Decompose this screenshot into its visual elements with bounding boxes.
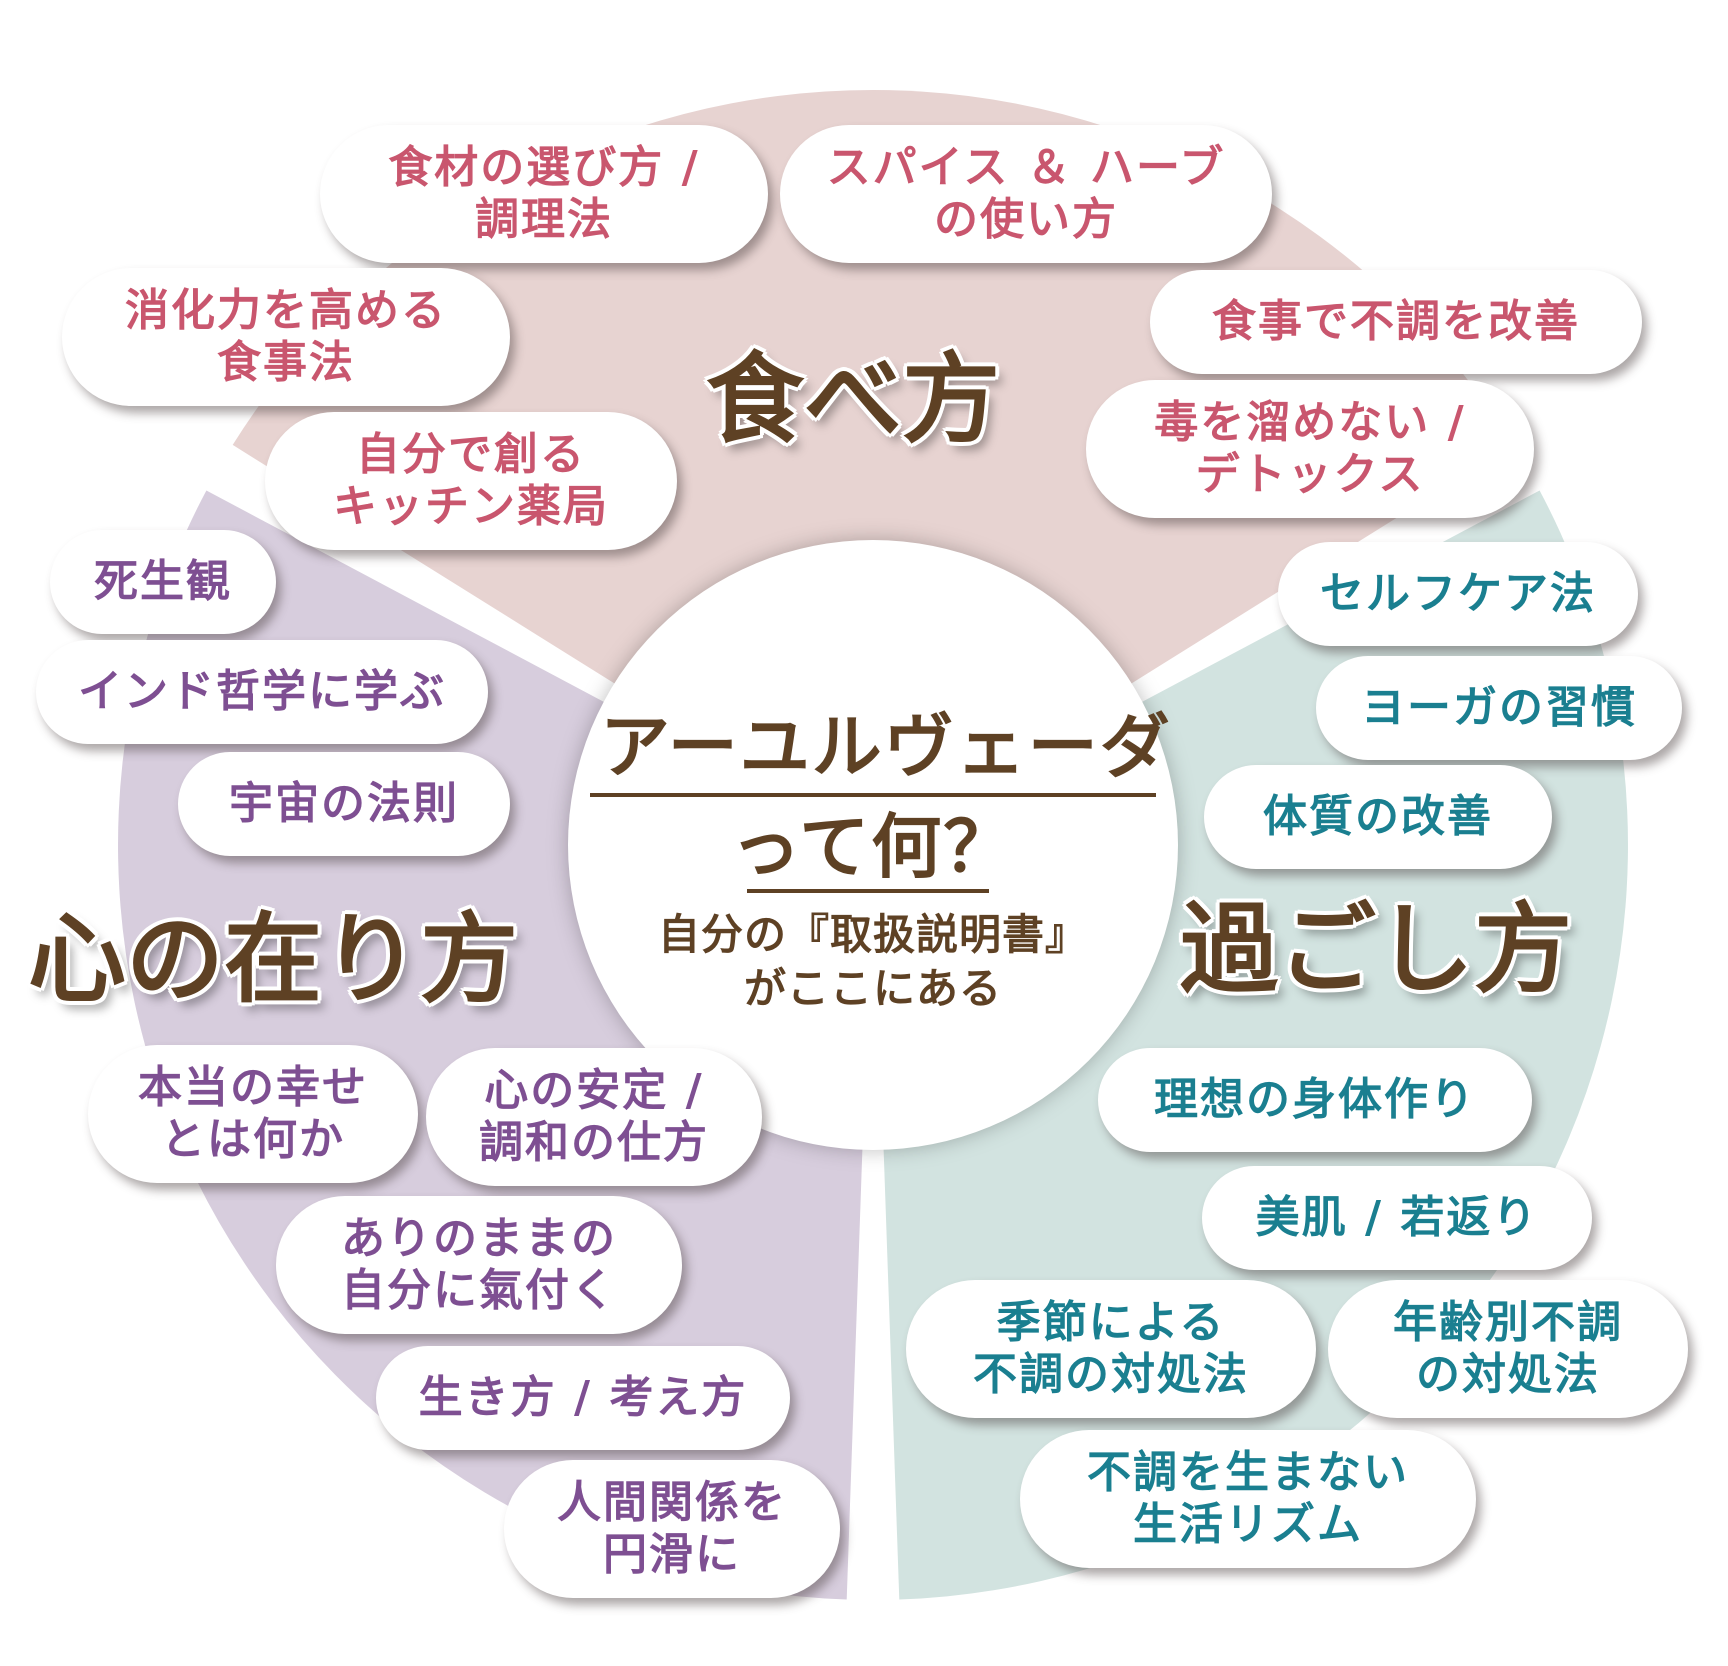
center-subtitle: 自分の『取扱説明書』 がここにある xyxy=(657,910,1088,1013)
mind-item-indian-philosophy: インド哲学に学ぶ xyxy=(36,640,488,744)
live-item-constitution: 体質の改善 xyxy=(1204,765,1552,869)
live-item-rhythm: 不調を生まない 生活リズム xyxy=(1020,1430,1476,1568)
category-mind-heading: 心の在り方 xyxy=(28,902,519,1017)
live-item-self-care: セルフケア法 xyxy=(1278,542,1638,646)
mind-item-relationships: 人間関係を 円滑に xyxy=(504,1460,840,1598)
center-title-line2: って何？ xyxy=(730,805,1016,888)
eat-item-spices: スパイス ＆ ハーブ の使い方 xyxy=(780,125,1272,263)
live-item-age: 年齢別不調 の対処法 xyxy=(1328,1280,1688,1418)
eat-item-digestion: 消化力を高める 食事法 xyxy=(62,268,510,406)
title-underline-2 xyxy=(747,889,989,893)
eat-item-improve-by-diet: 食事で不調を改善 xyxy=(1150,270,1642,374)
mind-item-life-death: 死生観 xyxy=(50,530,276,634)
mind-item-universe-law: 宇宙の法則 xyxy=(178,752,510,856)
center-circle xyxy=(568,540,1178,1150)
mind-item-way-of-life: 生き方 / 考え方 xyxy=(376,1346,790,1450)
live-item-beauty: 美肌 / 若返り xyxy=(1202,1166,1592,1270)
live-item-yoga-habit: ヨーガの習慣 xyxy=(1316,656,1682,760)
eat-item-kitchen-pharmacy: 自分で創る キッチン薬局 xyxy=(265,412,677,550)
mind-item-self-awareness: ありのままの 自分に氣付く xyxy=(276,1196,682,1334)
center-title-line1: アーユルヴェーダ xyxy=(600,705,1172,788)
live-item-ideal-body: 理想の身体作り xyxy=(1098,1048,1532,1152)
mind-item-stability: 心の安定 / 調和の仕方 xyxy=(426,1048,762,1186)
category-eat-heading: 食べ方 xyxy=(706,342,1001,457)
eat-item-ingredients: 食材の選び方 / 調理法 xyxy=(320,125,768,263)
eat-item-detox: 毒を溜めない / デトックス xyxy=(1086,380,1534,518)
category-live-heading: 過ごし方 xyxy=(1180,892,1573,1007)
title-underline-1 xyxy=(590,793,1156,797)
live-item-seasonal: 季節による 不調の対処法 xyxy=(906,1280,1316,1418)
mind-item-happiness: 本当の幸せ とは何か xyxy=(88,1045,418,1183)
